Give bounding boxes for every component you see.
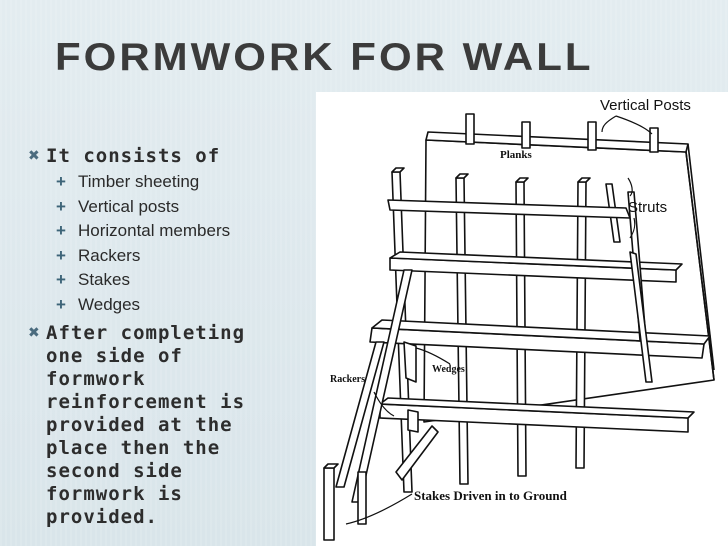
bullet-level1: ✖ After completing one side of formwork …: [28, 322, 258, 529]
sub-bullet-text: Rackers: [78, 245, 141, 265]
sub-bullet: + Wedges: [56, 293, 258, 318]
sub-bullet-list: + Timber sheeting + Vertical posts + Horizo…: [56, 170, 258, 318]
plus-bullet-icon: +: [56, 221, 66, 241]
sub-bullet-text: Wedges: [78, 294, 141, 314]
sub-bullet-text: Vertical posts: [78, 196, 180, 216]
rackers: [335, 269, 439, 503]
struts: [627, 191, 653, 383]
x-bullet-icon: ✖: [28, 324, 41, 341]
formwork-diagram: Vertical Posts Planks Struts Rackers Wed…: [316, 92, 728, 546]
plus-bullet-icon: +: [56, 294, 66, 314]
sub-bullet: + Horizontal members: [56, 219, 258, 244]
sub-bullet: + Vertical posts: [56, 195, 258, 220]
x-bullet-icon: ✖: [28, 148, 41, 164]
sub-bullet-text: Stakes: [78, 270, 130, 290]
bullet-list: ✖ It consists of + Timber sheeting + Verti…: [28, 145, 258, 529]
label-rackers: Rackers: [330, 374, 365, 385]
sub-bullet: + Rackers: [56, 244, 258, 269]
plus-bullet-icon: +: [56, 245, 66, 265]
sub-bullet: + Timber sheeting: [56, 170, 258, 195]
bullet-text: It consists of: [46, 145, 221, 167]
sub-bullet-text: Horizontal members: [78, 221, 231, 241]
plus-bullet-icon: +: [56, 196, 66, 216]
label-struts: Struts: [628, 199, 667, 216]
label-stakes: Stakes Driven in to Ground: [414, 488, 568, 503]
wedges: [403, 341, 419, 433]
plus-bullet-icon: +: [56, 172, 66, 191]
bullet-level1: ✖ It consists of: [28, 145, 258, 168]
sub-bullet: + Stakes: [56, 268, 258, 293]
label-wedges: Wedges: [432, 364, 465, 375]
sub-bullet-text: Timber sheeting: [78, 172, 200, 191]
leader-lines: [345, 115, 653, 525]
label-vertical-posts: Vertical Posts: [600, 97, 691, 114]
bullet-text: After completing one side of formwork re…: [46, 321, 246, 528]
stakes: [323, 463, 367, 541]
plus-bullet-icon: +: [56, 270, 66, 290]
horizontal-members: [369, 199, 711, 433]
label-planks: Planks: [500, 149, 533, 161]
slide-title: FORMWORK FOR WALL: [55, 34, 594, 79]
